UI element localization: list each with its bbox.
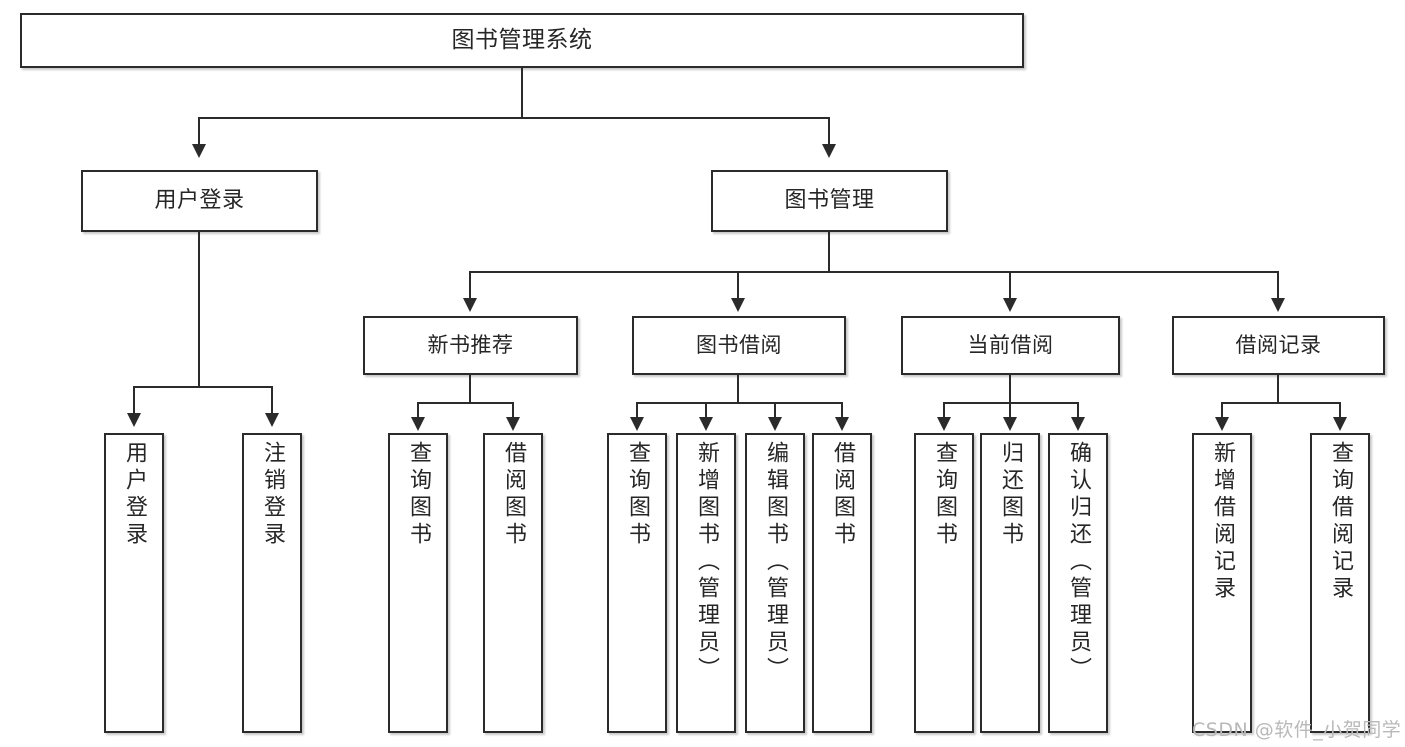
connector-new-book-recommend-stem	[469, 375, 471, 403]
arrow-nbr-to-leaf-2	[506, 417, 520, 431]
arrow-br-to-leaf-2	[1333, 417, 1347, 431]
node-label: 查询图书	[932, 441, 957, 549]
node-label: 归还图书	[998, 441, 1023, 549]
connector-bb-to-leaf-2	[705, 402, 707, 420]
node-label: 图书管理	[784, 188, 875, 214]
connector-cb-to-leaf-1	[943, 402, 945, 420]
connector-book-borrow-bus	[636, 402, 843, 404]
connector-book-management-bus	[469, 271, 1279, 273]
node-label: 新增图书（管理员）	[694, 441, 719, 684]
node-leaf-return-book[interactable]: 归还图书	[980, 433, 1040, 733]
node-leaf-query-book-borrow[interactable]: 查询图书	[607, 433, 667, 733]
connector-nbr-to-leaf-2	[512, 402, 514, 420]
connector-br-to-leaf-1	[1221, 402, 1223, 420]
node-leaf-confirm-return-admin[interactable]: 确认归还（管理员）	[1048, 433, 1108, 733]
connector-bm-to-current-borrow	[1009, 271, 1011, 301]
node-current-borrow[interactable]: 当前借阅	[901, 316, 1120, 375]
connector-book-management-stem	[828, 232, 830, 272]
connector-user-login-stem	[198, 232, 200, 387]
connector-bb-to-leaf-4	[841, 402, 843, 420]
node-root-book-management-system[interactable]: 图书管理系统	[20, 13, 1024, 68]
node-leaf-user-login[interactable]: 用户登录	[104, 433, 164, 733]
arrow-cb-to-leaf-1	[937, 417, 951, 431]
connector-borrow-record-stem	[1277, 375, 1279, 403]
arrow-cb-to-leaf-2	[1003, 417, 1017, 431]
node-leaf-add-book-admin[interactable]: 新增图书（管理员）	[676, 433, 736, 733]
node-book-management[interactable]: 图书管理	[711, 170, 948, 232]
connector-br-to-leaf-2	[1339, 402, 1341, 420]
node-leaf-add-borrow-record[interactable]: 新增借阅记录	[1192, 433, 1252, 733]
node-label: 借阅图书	[501, 441, 526, 549]
arrow-bm-to-current-borrow	[1003, 298, 1017, 312]
connector-bm-to-book-borrow	[737, 271, 739, 301]
node-label: 注销登录	[260, 441, 285, 549]
connector-nbr-to-leaf-1	[417, 402, 419, 420]
connector-borrow-record-bus	[1221, 402, 1341, 404]
node-leaf-query-book-current[interactable]: 查询图书	[914, 433, 974, 733]
arrow-bb-to-leaf-3	[768, 417, 782, 431]
connector-cb-to-leaf-3	[1077, 402, 1079, 420]
arrow-root-to-user-login	[192, 144, 206, 158]
node-label: 用户登录	[122, 441, 147, 549]
connector-bm-to-new-book-recommend	[469, 271, 471, 301]
connector-bb-to-leaf-3	[774, 402, 776, 420]
connector-user-login-bus	[133, 386, 272, 388]
csdn-watermark: CSDN @软件_小贺同学	[1192, 719, 1402, 741]
arrow-bb-to-leaf-1	[630, 417, 644, 431]
node-label: 图书管理系统	[451, 26, 593, 53]
node-leaf-query-book-new-recommend[interactable]: 查询图书	[388, 433, 448, 733]
node-new-book-recommend[interactable]: 新书推荐	[363, 316, 578, 375]
arrow-bm-to-book-borrow	[731, 298, 745, 312]
node-leaf-query-borrow-record[interactable]: 查询借阅记录	[1310, 433, 1370, 733]
connector-user-login-to-leaf-2	[271, 386, 273, 416]
connector-root-to-book-management	[828, 117, 830, 147]
connector-root-bus	[198, 117, 830, 119]
node-borrow-record[interactable]: 借阅记录	[1172, 316, 1385, 375]
node-user-login[interactable]: 用户登录	[81, 170, 318, 232]
node-leaf-borrow-book-new-recommend[interactable]: 借阅图书	[483, 433, 543, 733]
node-leaf-edit-book-admin[interactable]: 编辑图书（管理员）	[745, 433, 805, 733]
arrow-nbr-to-leaf-1	[411, 417, 425, 431]
node-label: 新书推荐	[427, 333, 514, 358]
arrow-br-to-leaf-1	[1215, 417, 1229, 431]
node-leaf-borrow-book-borrow[interactable]: 借阅图书	[812, 433, 872, 733]
node-label: 用户登录	[154, 188, 245, 214]
node-label: 编辑图书（管理员）	[763, 441, 788, 684]
connector-book-borrow-stem	[737, 375, 739, 403]
connector-bb-to-leaf-1	[636, 402, 638, 420]
node-book-borrow[interactable]: 图书借阅	[632, 316, 846, 375]
node-leaf-logout-login[interactable]: 注销登录	[242, 433, 302, 733]
node-label: 图书借阅	[696, 333, 782, 358]
connector-cb-to-leaf-2	[1009, 402, 1011, 420]
arrow-root-to-book-management	[822, 144, 836, 158]
node-label: 查询借阅记录	[1328, 441, 1353, 603]
connector-new-book-recommend-bus	[417, 402, 514, 404]
connector-user-login-to-leaf-1	[133, 386, 135, 416]
connector-bm-to-borrow-record	[1277, 271, 1279, 301]
node-label: 借阅记录	[1235, 333, 1322, 358]
node-label: 查询图书	[406, 441, 431, 549]
arrow-bb-to-leaf-4	[835, 417, 849, 431]
connector-current-borrow-bus	[943, 402, 1079, 404]
node-label: 确认归还（管理员）	[1066, 441, 1091, 684]
arrow-user-login-to-leaf-1	[127, 413, 141, 427]
connector-root-to-user-login	[198, 117, 200, 147]
node-label: 查询图书	[625, 441, 650, 549]
node-label: 当前借阅	[967, 333, 1054, 358]
node-label: 借阅图书	[830, 441, 855, 549]
connector-current-borrow-stem	[1009, 375, 1011, 403]
arrow-cb-to-leaf-3	[1071, 417, 1085, 431]
arrow-bb-to-leaf-2	[699, 417, 713, 431]
arrow-user-login-to-leaf-2	[265, 413, 279, 427]
arrow-bm-to-new-book-recommend	[463, 298, 477, 312]
connector-root-stem	[521, 68, 523, 118]
node-label: 新增借阅记录	[1210, 441, 1235, 603]
arrow-bm-to-borrow-record	[1271, 298, 1285, 312]
